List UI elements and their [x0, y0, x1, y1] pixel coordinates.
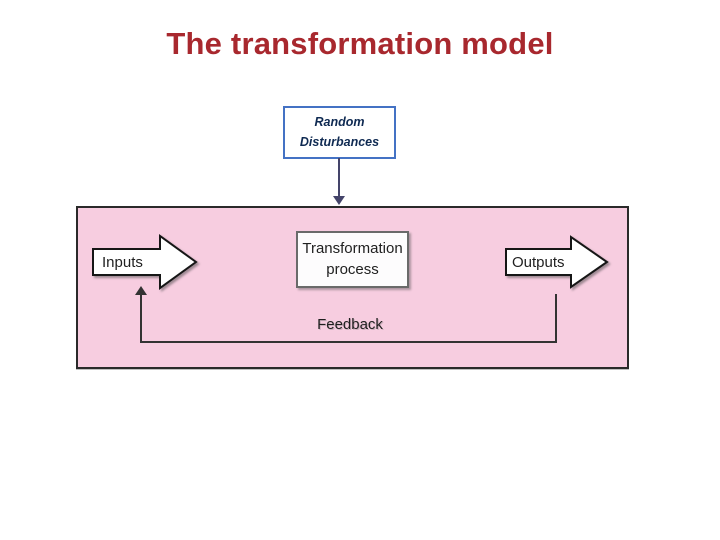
transformation-label-line2: process	[326, 260, 379, 278]
outputs-arrow-icon	[505, 235, 609, 289]
feedback-arrowhead-icon	[135, 286, 147, 295]
inputs-arrow-shape: Inputs	[92, 234, 198, 290]
disturbance-connector-arrowhead-icon	[333, 196, 345, 205]
random-disturbances-box: Random Disturbances	[283, 106, 396, 159]
transformation-label-line1: Transformation	[302, 240, 403, 258]
inputs-arrow-icon	[92, 234, 198, 290]
disturbance-connector-line	[338, 158, 340, 198]
feedback-loop-line	[140, 294, 557, 343]
outputs-label: Outputs	[512, 254, 565, 271]
outputs-arrow-shape: Outputs	[505, 235, 609, 289]
feedback-label: Feedback	[317, 316, 383, 333]
transformation-process-box: Transformation process	[296, 231, 409, 288]
inputs-label: Inputs	[102, 254, 143, 271]
page-title: The transformation model	[166, 26, 554, 61]
random-disturbances-line2: Disturbances	[299, 134, 380, 149]
random-disturbances-line1: Random	[314, 115, 365, 130]
